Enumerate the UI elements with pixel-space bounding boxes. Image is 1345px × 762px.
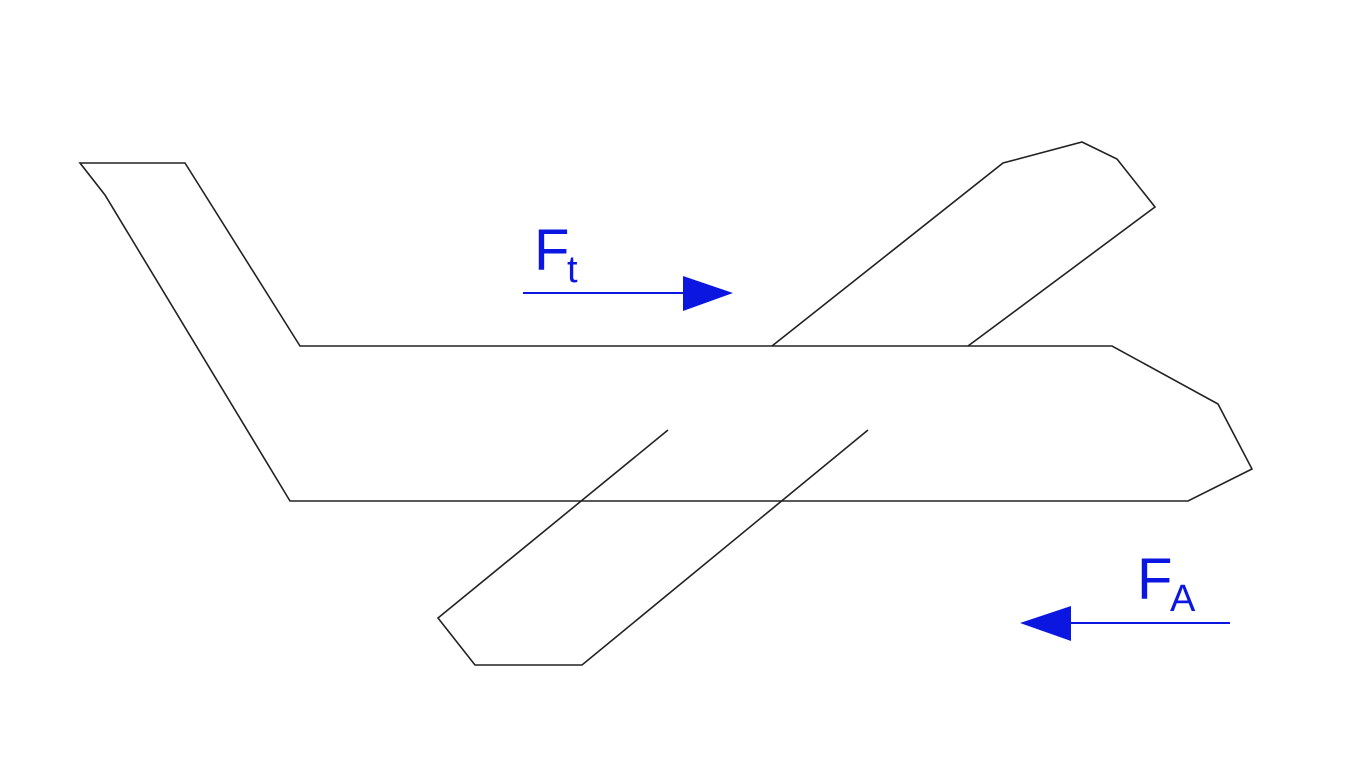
airplane-fuselage-and-tail [78,162,1254,502]
lower-wing [436,429,869,666]
drag-label-subscript: A [1170,578,1196,620]
thrust-label-symbol: F [534,218,569,283]
drag-force-arrow: F A [1020,547,1230,641]
thrust-arrowhead [683,276,733,311]
drag-arrowhead [1020,606,1071,641]
upper-wing [771,141,1157,347]
thrust-label-subscript: t [567,249,578,291]
thrust-force-arrow: F t [523,218,733,311]
drag-label-symbol: F [1137,547,1172,612]
